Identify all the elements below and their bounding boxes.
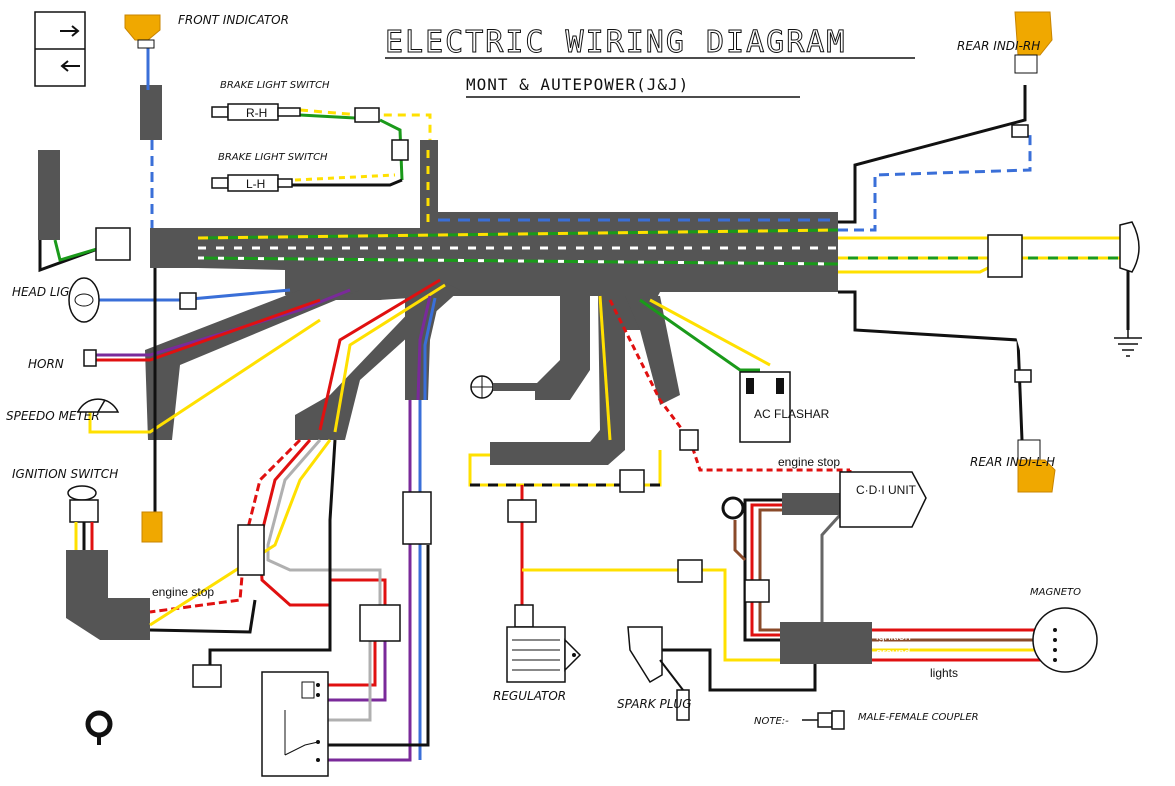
speedometer-icon bbox=[76, 398, 120, 413]
rear-indicator-rh-icon bbox=[1014, 11, 1053, 74]
rear-indi-rh-label: REAR INDI-RH bbox=[957, 39, 1040, 53]
ignition-switch-icon bbox=[67, 485, 99, 550]
svg-text:L-H: L-H bbox=[246, 177, 265, 191]
rear-indicator-lh-icon bbox=[1017, 439, 1056, 493]
engine-stop-label-top: engine stop bbox=[778, 455, 840, 469]
brake-switch-rh-label: BRAKE LIGHT SWITCH bbox=[220, 80, 330, 91]
front-indicator-icon bbox=[124, 14, 161, 49]
branch-wires bbox=[38, 45, 1130, 762]
front-indicator-label: FRONT INDICATOR bbox=[178, 13, 289, 27]
magneto-label: MAGNETO bbox=[1030, 587, 1081, 598]
svg-text:R-H: R-H bbox=[246, 106, 267, 120]
rear-indi-lh-label: REAR INDI-L-H bbox=[970, 455, 1055, 469]
horn-button-icon bbox=[470, 375, 537, 399]
ground-terminal-icon bbox=[85, 710, 113, 745]
harness-wires bbox=[197, 150, 839, 266]
cdi-unit-icon bbox=[839, 471, 927, 528]
ac-flashar-label: AC FLASHAR bbox=[754, 407, 830, 421]
regulator-label: REGULATOR bbox=[493, 689, 566, 703]
regulator-icon bbox=[506, 604, 582, 683]
lights-wire-label: lights bbox=[930, 666, 958, 680]
engine-stop-label-bottom: engine stop bbox=[152, 585, 214, 599]
brake-switch-rh-icon: R-H bbox=[211, 103, 380, 123]
switch-box-icon bbox=[261, 671, 329, 777]
head-light-icon bbox=[68, 277, 197, 323]
horn-icon bbox=[83, 349, 97, 367]
note-label: NOTE:- bbox=[754, 716, 789, 727]
spark-plug-label: SPARK PLUG bbox=[617, 697, 692, 711]
ac-flashar-icon bbox=[739, 371, 791, 443]
diagram-title: ELECTRIC WIRING DIAGRAM bbox=[385, 25, 846, 60]
diagram-subtitle: MONT & AUTEPOWER(J&J) bbox=[466, 75, 689, 94]
male-female-coupler-icon bbox=[802, 710, 845, 730]
ignition-switch-label: IGNITION SWITCH bbox=[12, 467, 118, 481]
magneto-icon bbox=[1032, 607, 1098, 673]
couplers bbox=[95, 124, 1032, 688]
brake-switch-lh-icon: L-H bbox=[211, 139, 409, 192]
ignition-wire-label: ignition bbox=[876, 631, 911, 643]
ground-wire-label: ground bbox=[876, 647, 910, 659]
handlebar-switch bbox=[34, 11, 86, 87]
spark-plug-icon bbox=[627, 626, 690, 721]
cdi-ring-terminal-icon bbox=[721, 496, 745, 520]
tail-ground-icon bbox=[1114, 330, 1142, 357]
coupler-legend-label: MALE-FEMALE COUPLER bbox=[858, 712, 979, 723]
horn-label: HORN bbox=[28, 357, 64, 371]
brake-switch-lh-label: BRAKE LIGHT SWITCH bbox=[218, 152, 328, 163]
tail-light-icon bbox=[1119, 221, 1140, 273]
cdi-unit-label: C·D·I UNIT bbox=[856, 483, 917, 497]
speedo-meter-label: SPEEDO METER bbox=[6, 409, 100, 423]
